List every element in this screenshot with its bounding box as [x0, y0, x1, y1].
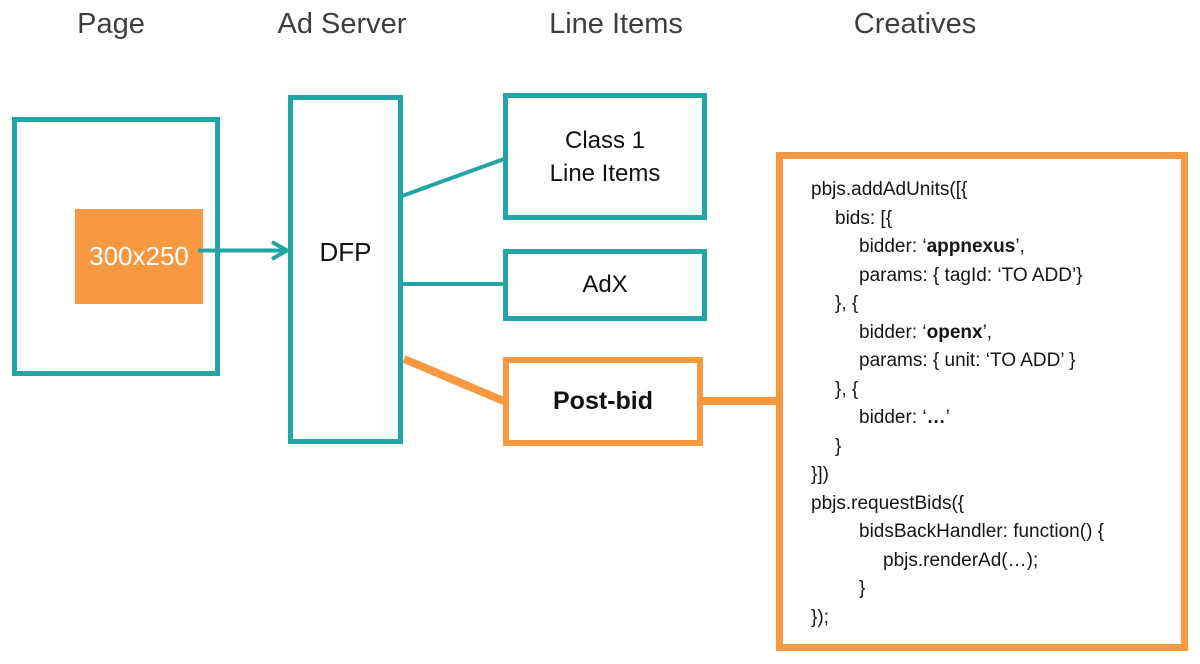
heading-line-items: Line Items — [549, 8, 683, 40]
code-line: bids: [{ — [835, 207, 893, 229]
code-line: }, { — [835, 378, 859, 400]
code-line: pbjs.addAdUnits([{ — [811, 179, 968, 200]
dfp-label: DFP — [319, 237, 372, 267]
code-line: pbjs.requestBids({ — [811, 492, 965, 514]
adx-label: AdX — [582, 271, 628, 298]
code-lines: pbjs.addAdUnits([{ bids: [{ bidder: ‘appne… — [783, 159, 1181, 632]
line-dfp-to-postbid — [402, 355, 508, 406]
ad-slot-300x250: 300x250 — [75, 209, 203, 304]
heading-creatives: Creatives — [853, 8, 977, 40]
arrow-adslot-to-dfp-head — [271, 240, 292, 261]
code-line: } — [859, 578, 866, 599]
class1-label-line1: Class 1 — [564, 126, 646, 154]
class1-line-items-box: Class 1 Line Items — [503, 93, 707, 220]
line-dfp-to-class1 — [401, 157, 505, 198]
code-line: bidder: ‘openx’, — [859, 321, 993, 343]
page-box: 300x250 — [12, 117, 220, 376]
code-line: pbjs.renderAd(…); — [883, 549, 1039, 571]
creatives-code-box: pbjs.addAdUnits([{ bids: [{ bidder: ‘appne… — [776, 152, 1188, 651]
dfp-box: DFP — [288, 95, 403, 444]
code-line: bidder: ‘…’ — [859, 407, 950, 428]
class1-label-line2: Line Items — [549, 159, 661, 187]
heading-ad-server: Ad Server — [277, 8, 407, 40]
code-line: }, { — [835, 293, 859, 314]
adx-box: AdX — [503, 249, 707, 321]
postbid-box: Post-bid — [503, 357, 703, 446]
code-line: bidder: ‘appnexus’, — [859, 236, 1025, 257]
class1-label: Class 1 Line Items — [550, 124, 661, 190]
code-line: }); — [811, 606, 829, 628]
code-line: bidsBackHandler: function() { — [859, 521, 1105, 542]
code-line: }]) — [811, 464, 829, 485]
code-line: params: { unit: ‘TO ADD’ } — [859, 350, 1076, 371]
ad-slot-label: 300x250 — [89, 241, 189, 271]
postbid-label: Post-bid — [553, 387, 653, 415]
code-line: params: { tagId: ‘TO ADD’} — [859, 264, 1083, 286]
code-line: } — [835, 435, 842, 457]
heading-page: Page — [77, 8, 145, 40]
